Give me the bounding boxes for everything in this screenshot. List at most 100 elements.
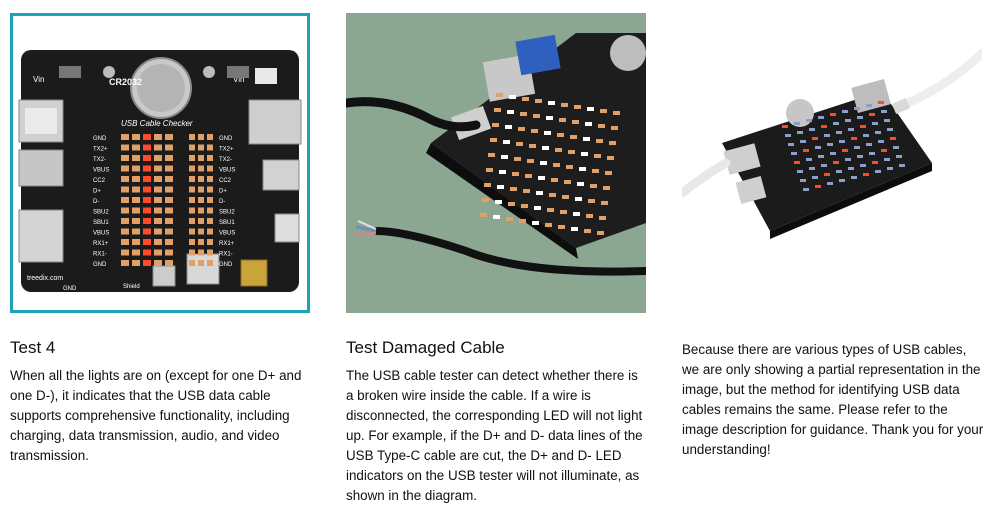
card-description: Because there are various types of USB c… [682,342,984,457]
led-dot [854,107,860,110]
pin-label-right: VBUS [219,168,235,174]
led-dot [800,179,806,182]
solder-pad [198,249,204,256]
led-pad [121,207,129,214]
board-pad [509,95,516,99]
led-pad [132,155,140,161]
led-pad [154,228,162,235]
solder-pad [207,207,213,214]
led-dot [869,113,875,116]
board-pad [542,146,549,150]
led-pad [121,197,129,203]
board-pad [492,123,499,127]
led-dot [806,158,812,161]
pin-label-left: GND [93,262,107,268]
led-pad [143,144,151,151]
card-image-board-with-cables[interactable] [682,13,982,313]
led-pad [121,165,129,172]
board-pad [557,133,564,137]
solder-pad [198,197,204,203]
board-pad [534,206,541,210]
led-pad [154,239,162,245]
solder-pad [207,249,213,256]
led-dot [881,110,887,113]
board-pad [573,212,580,216]
led-dot [842,149,848,152]
pin-label-left: SBU1 [93,220,109,226]
pin-label-left: RX1+ [93,241,109,247]
board-pad [499,170,506,174]
solder-pad [207,218,213,224]
board-pad [607,156,614,160]
led-dot [785,134,791,137]
led-pad [165,228,173,235]
led-dot [872,161,878,164]
board-pad [548,101,555,105]
led-dot [890,137,896,140]
pin-label-left: VBUS [93,231,109,237]
board-pad [598,124,605,128]
card-image-damaged-cable[interactable] [346,13,646,313]
led-dot [818,116,824,119]
board-pad [507,110,514,114]
led-dot [821,164,827,167]
board-pad [495,200,502,204]
led-dot [788,143,794,146]
board-pad [496,93,503,97]
pin-label-right: TX2+ [219,147,234,153]
solder-pad [189,239,195,245]
led-pad [121,134,129,140]
pin-label-left: RX1- [93,252,107,258]
board-pad [600,109,607,113]
gnd-label: GND [63,286,77,292]
led-dot [860,164,866,167]
board-pad [518,127,525,131]
board-pad [546,116,553,120]
led-dot [863,134,869,137]
board-pad [503,140,510,144]
led-dot [872,122,878,125]
battery-label: CR2032 [109,77,142,87]
board-pad [501,155,508,159]
led-pad [165,144,173,151]
pin-label-right: TX2- [219,157,232,163]
pin-label-left: D+ [93,189,101,195]
led-dot [884,119,890,122]
board-pad [532,221,539,225]
board-pad [506,217,513,221]
solder-pad [207,186,213,193]
pin-label-left: SBU2 [93,210,109,216]
led-dot [824,134,830,137]
board-pad [531,129,538,133]
led-pad [121,249,129,256]
solder-pad [198,186,204,193]
board-pad [583,137,590,141]
led-pad [143,186,151,193]
led-dot [827,182,833,185]
led-pad [165,165,173,172]
led-dot [887,167,893,170]
led-dot [800,140,806,143]
led-pad [143,218,151,224]
led-pad [154,218,162,224]
led-pad [132,239,140,245]
solder-pad [198,134,204,140]
board-pad [586,214,593,218]
board-pad [597,231,604,235]
board-pad [603,186,610,190]
board-pad [523,189,530,193]
usb-tester-board-image: CR2032 Vin Vin USB Cable Checker [18,50,302,292]
led-dot [794,122,800,125]
led-dot [830,152,836,155]
led-pad [154,197,162,203]
card-image-board-closeup[interactable]: CR2032 Vin Vin USB Cable Checker [10,13,310,313]
led-dot [791,152,797,155]
led-dot [845,158,851,161]
led-pad [121,218,129,224]
board-pad [535,99,542,103]
board-pad [512,172,519,176]
solder-pad [189,249,195,256]
solder-pad [198,144,204,151]
led-pad [132,260,140,266]
led-dot [806,119,812,122]
